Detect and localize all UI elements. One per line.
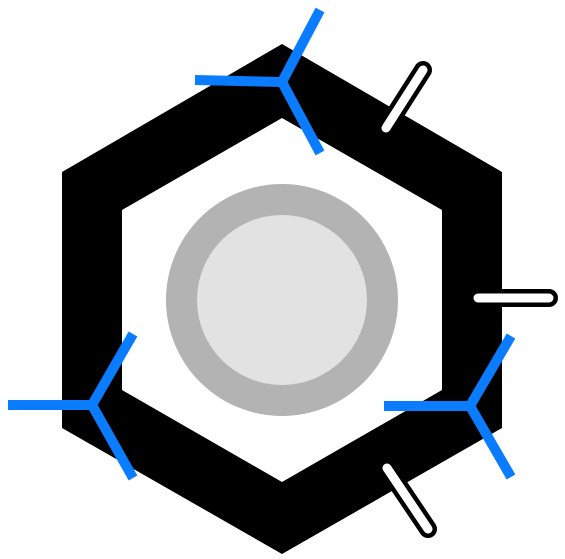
tripod-arm [277, 79, 325, 156]
peg-bottom-right [378, 459, 437, 538]
tripod-right [384, 333, 516, 480]
tripod-arm [277, 7, 325, 85]
peg-top-right [377, 61, 432, 137]
tripod-top [194, 7, 325, 156]
peg-fill [382, 463, 433, 534]
tripod-arm [465, 403, 516, 480]
tripod-left [8, 331, 138, 481]
disc-core [197, 215, 367, 385]
peg-fill [381, 65, 428, 133]
tripod-arm [465, 333, 516, 409]
tripod-arm [87, 402, 138, 481]
tripod-arm [194, 75, 283, 87]
disc-icon [166, 184, 398, 416]
tripod-arm [87, 331, 138, 408]
